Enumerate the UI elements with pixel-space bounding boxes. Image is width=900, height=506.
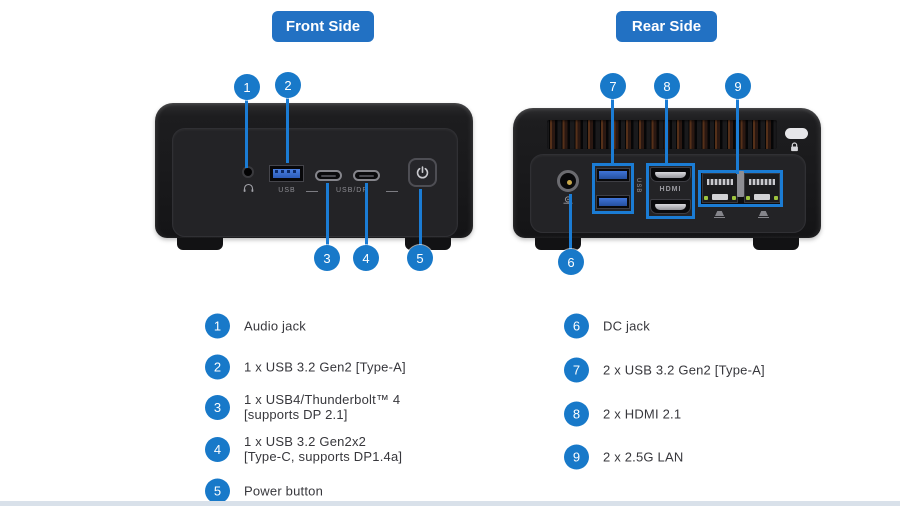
callout-6: 6: [558, 249, 584, 275]
legend-num-4: 4: [205, 436, 230, 462]
hdmi-ports-highlight-box: [646, 163, 695, 219]
legend-num-8: 8: [564, 401, 589, 427]
usb-a-pins: [275, 170, 298, 173]
legend-num-3: 3: [205, 394, 230, 420]
legend-label: 2 x USB 3.2 Gen2 [Type-A]: [603, 362, 765, 378]
legend-num-9: 9: [564, 444, 589, 470]
leader-line-2: [286, 97, 289, 163]
legend-label: Audio jack: [244, 318, 306, 334]
lock-icon: [791, 142, 798, 152]
front-foot-left: [177, 238, 223, 250]
leader-line-4: [365, 183, 368, 246]
legend-num-2: 2: [205, 354, 230, 380]
lan-port-2: [744, 173, 780, 203]
legend-num-5: 5: [205, 478, 230, 504]
callout-8: 8: [654, 73, 680, 99]
audio-jack-port: [242, 166, 254, 178]
leader-line-3: [326, 183, 329, 246]
kensington-slot: [785, 128, 808, 139]
leader-line-6: [569, 194, 572, 250]
label-dash-right: [386, 191, 398, 192]
callout-2: 2: [275, 72, 301, 98]
legend-item-dc-jack: 6 DC jack: [564, 313, 650, 339]
lan-divider: [737, 171, 744, 197]
callout-9: 9: [725, 73, 751, 99]
cooling-vents: [547, 120, 777, 149]
legend-item-lan: 9 2 x 2.5G LAN: [564, 444, 684, 470]
callout-3: 3: [314, 245, 340, 271]
front-side-badge: Front Side: [272, 11, 374, 42]
rear-usb-a-port-1: [596, 168, 630, 182]
hdmi-port-1: [650, 167, 691, 182]
callout-5: 5: [407, 245, 433, 271]
dc-jack-port: [557, 170, 579, 192]
hdmi-label: HDMI: [659, 186, 682, 193]
usb-c-port-2: [353, 170, 380, 181]
legend-item-rear-usb: 7 2 x USB 3.2 Gen2 [Type-A]: [564, 357, 765, 383]
rear-usb-label: USB: [635, 178, 641, 194]
network-icon-1: [714, 211, 725, 218]
rear-foot-right: [753, 238, 799, 250]
callout-7: 7: [600, 73, 626, 99]
label-dash-left: [306, 191, 318, 192]
usb-dp-label: USB/DP: [304, 187, 400, 194]
legend-num-1: 1: [205, 313, 230, 339]
network-icon-2: [758, 211, 769, 218]
mini-pc-front-view: USB USB/DP: [155, 103, 473, 250]
legend-item-audio-jack: 1 Audio jack: [205, 313, 306, 339]
headphone-icon: [243, 183, 254, 192]
legend-label: Power button: [244, 483, 324, 499]
lan-port-1: [702, 173, 738, 203]
legend-item-power-button: 5 Power button: [205, 478, 324, 504]
rear-usb-a-port-2: [596, 195, 630, 209]
leader-line-9: [736, 98, 739, 174]
legend-item-usb4-thunderbolt: 3 1 x USB4/Thunderbolt™ 4[supports DP 2.…: [205, 392, 400, 422]
usb-a-port: [269, 165, 304, 182]
leader-line-1: [245, 99, 248, 168]
legend-item-usb32-gen2x2: 4 1 x USB 3.2 Gen2x2[Type-C, supports DP…: [205, 434, 402, 464]
leader-line-8: [665, 98, 668, 166]
power-icon: [416, 166, 429, 179]
legend-label: 2 x 2.5G LAN: [603, 449, 684, 465]
legend-item-hdmi: 8 2 x HDMI 2.1: [564, 401, 682, 427]
hdmi-port-2: [650, 199, 691, 214]
legend-label: 2 x HDMI 2.1: [603, 406, 682, 422]
legend-label: 1 x USB 3.2 Gen2x2[Type-C, supports DP1.…: [244, 434, 403, 464]
legend-label: DC jack: [603, 318, 650, 334]
rear-foot-left: [535, 238, 581, 250]
usb-port-label: USB: [278, 187, 296, 194]
usb-a-tongue: [273, 169, 300, 178]
legend-num-7: 7: [564, 357, 589, 383]
legend-label: 1 x USB4/Thunderbolt™ 4[supports DP 2.1]: [244, 392, 401, 422]
mini-pc-rear-view: USB HDMI: [513, 108, 821, 250]
usb-c-port-1: [315, 170, 342, 181]
leader-line-7: [611, 98, 614, 166]
rear-side-badge: Rear Side: [616, 11, 717, 42]
callout-1: 1: [234, 74, 260, 100]
leader-line-5: [419, 189, 422, 246]
callout-4: 4: [353, 245, 379, 271]
bottom-divider-strip: [0, 501, 900, 506]
legend-item-usb32-typea: 2 1 x USB 3.2 Gen2 [Type-A]: [205, 354, 406, 380]
power-button: [408, 158, 437, 187]
legend-label: 1 x USB 3.2 Gen2 [Type-A]: [244, 359, 406, 375]
legend-num-6: 6: [564, 313, 589, 339]
